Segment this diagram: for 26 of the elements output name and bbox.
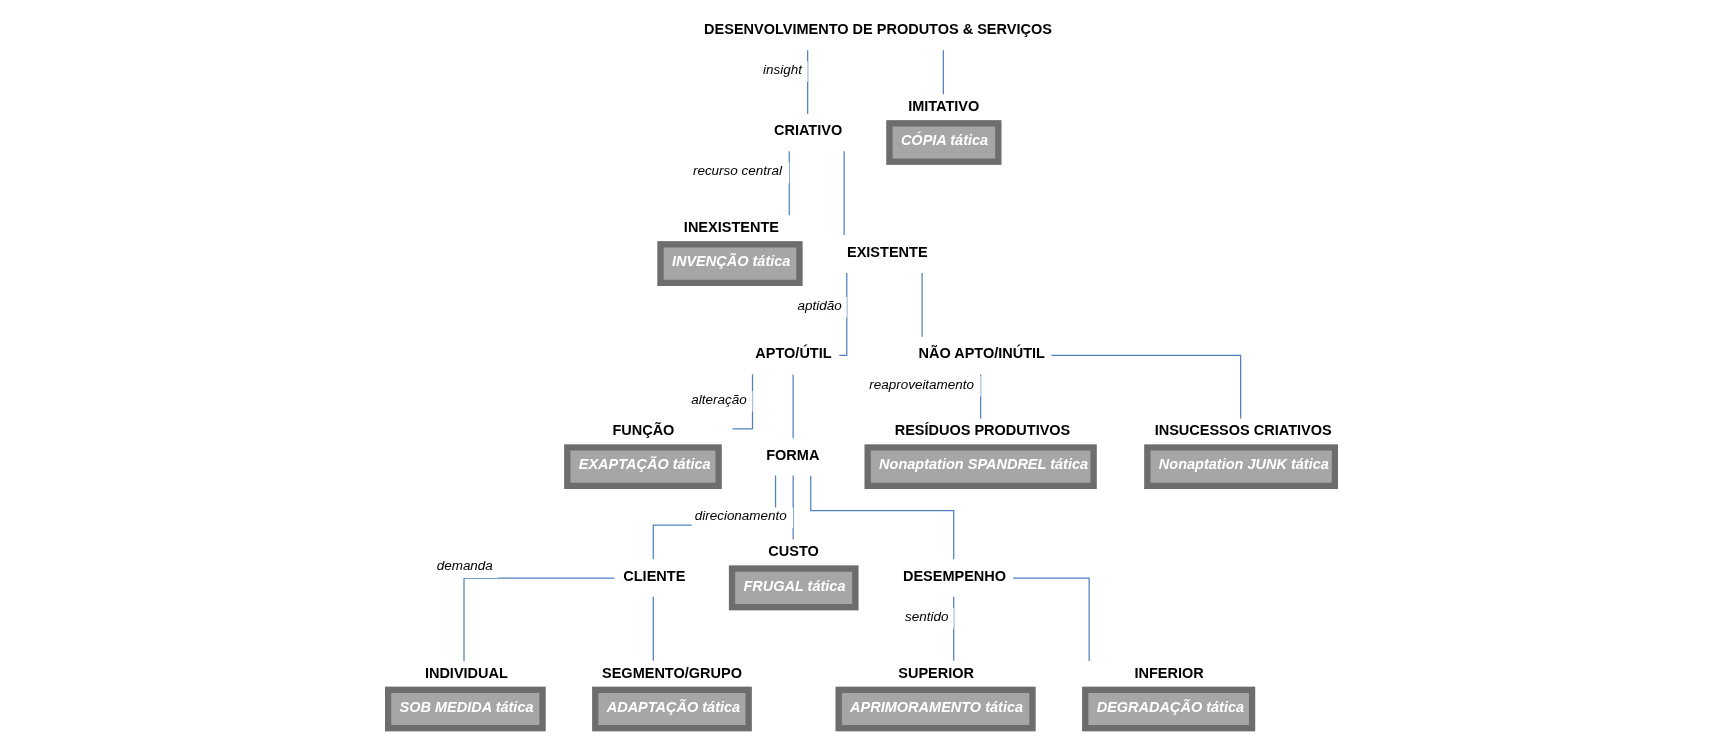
node-text: DESEMPENHO	[902, 567, 1006, 584]
node-text: CRIATIVO	[773, 122, 842, 139]
node-text: APTO/ÚTIL	[754, 345, 832, 362]
edge-label: reaproveitamento	[868, 376, 974, 392]
edge-label: aptidão	[797, 297, 842, 313]
edge-label: demanda	[436, 558, 493, 574]
edge-label: direcionamento	[694, 508, 787, 524]
edge-label: sentido	[904, 608, 948, 624]
node-text: NÃO APTO/INÚTIL	[917, 345, 1045, 362]
node-label: CUSTO	[767, 543, 819, 560]
node-label: INFERIOR	[1133, 664, 1204, 681]
node-text: EXISTENTE	[846, 243, 928, 260]
node-text: DESENVOLVIMENTO DE PRODUTOS & SERVIÇOS	[703, 20, 1052, 37]
node-label: INEXISTENTE	[683, 219, 779, 236]
node-text: CLIENTE	[622, 567, 685, 584]
node-label: SEGMENTO/GRUPO	[601, 664, 742, 681]
node-label: INDIVIDUAL	[424, 664, 508, 681]
node-text: FORMA	[765, 446, 819, 463]
node-label: SUPERIOR	[897, 664, 974, 681]
edge-label: insight	[762, 62, 802, 78]
node-label: INSUCESSOS CRIATIVOS	[1154, 422, 1332, 439]
node-label: IMITATIVO	[907, 98, 979, 115]
node-label: RESÍDUOS PRODUTIVOS	[894, 422, 1070, 439]
node-label: FUNÇÃO	[611, 422, 674, 439]
edge-label: alteração	[690, 391, 747, 407]
edge-label: recurso central	[692, 163, 782, 179]
